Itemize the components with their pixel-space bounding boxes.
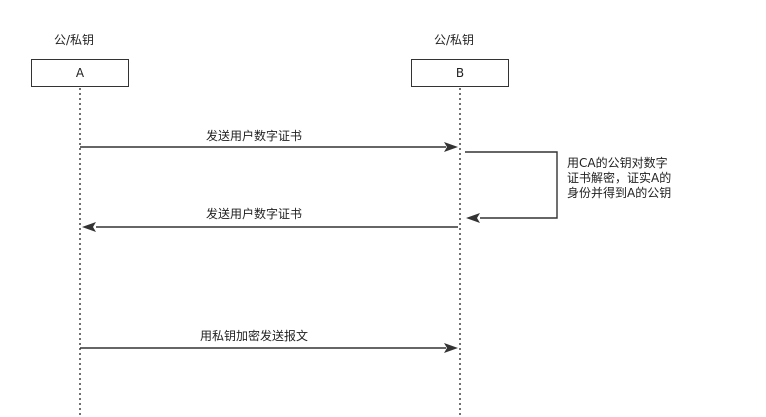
participant-b-name: B bbox=[455, 66, 465, 80]
participant-a-header: 公/私钥 bbox=[54, 33, 95, 47]
self-note: 用CA的公钥对数字 证书解密，证实A的 身份并得到A的公钥 bbox=[567, 156, 671, 201]
self-note-line-2: 证书解密，证实A的 bbox=[567, 171, 672, 185]
self-note-line-3: 身份并得到A的公钥 bbox=[567, 186, 672, 200]
message-arrow-3 bbox=[80, 343, 458, 353]
self-message-arrow bbox=[465, 151, 558, 223]
participant-a-name: A bbox=[75, 66, 85, 80]
message-arrow-1 bbox=[80, 142, 458, 152]
participant-b-box: B bbox=[411, 59, 509, 87]
message-label-3: 用私钥加密发送报文 bbox=[200, 329, 309, 343]
participant-a-box: A bbox=[31, 59, 129, 87]
message-label-2: 发送用户数字证书 bbox=[206, 207, 303, 221]
self-note-line-1: 用CA的公钥对数字 bbox=[567, 156, 668, 170]
message-arrow-2 bbox=[82, 222, 458, 232]
message-label-1: 发送用户数字证书 bbox=[206, 129, 303, 143]
participant-b-header: 公/私钥 bbox=[434, 33, 475, 47]
